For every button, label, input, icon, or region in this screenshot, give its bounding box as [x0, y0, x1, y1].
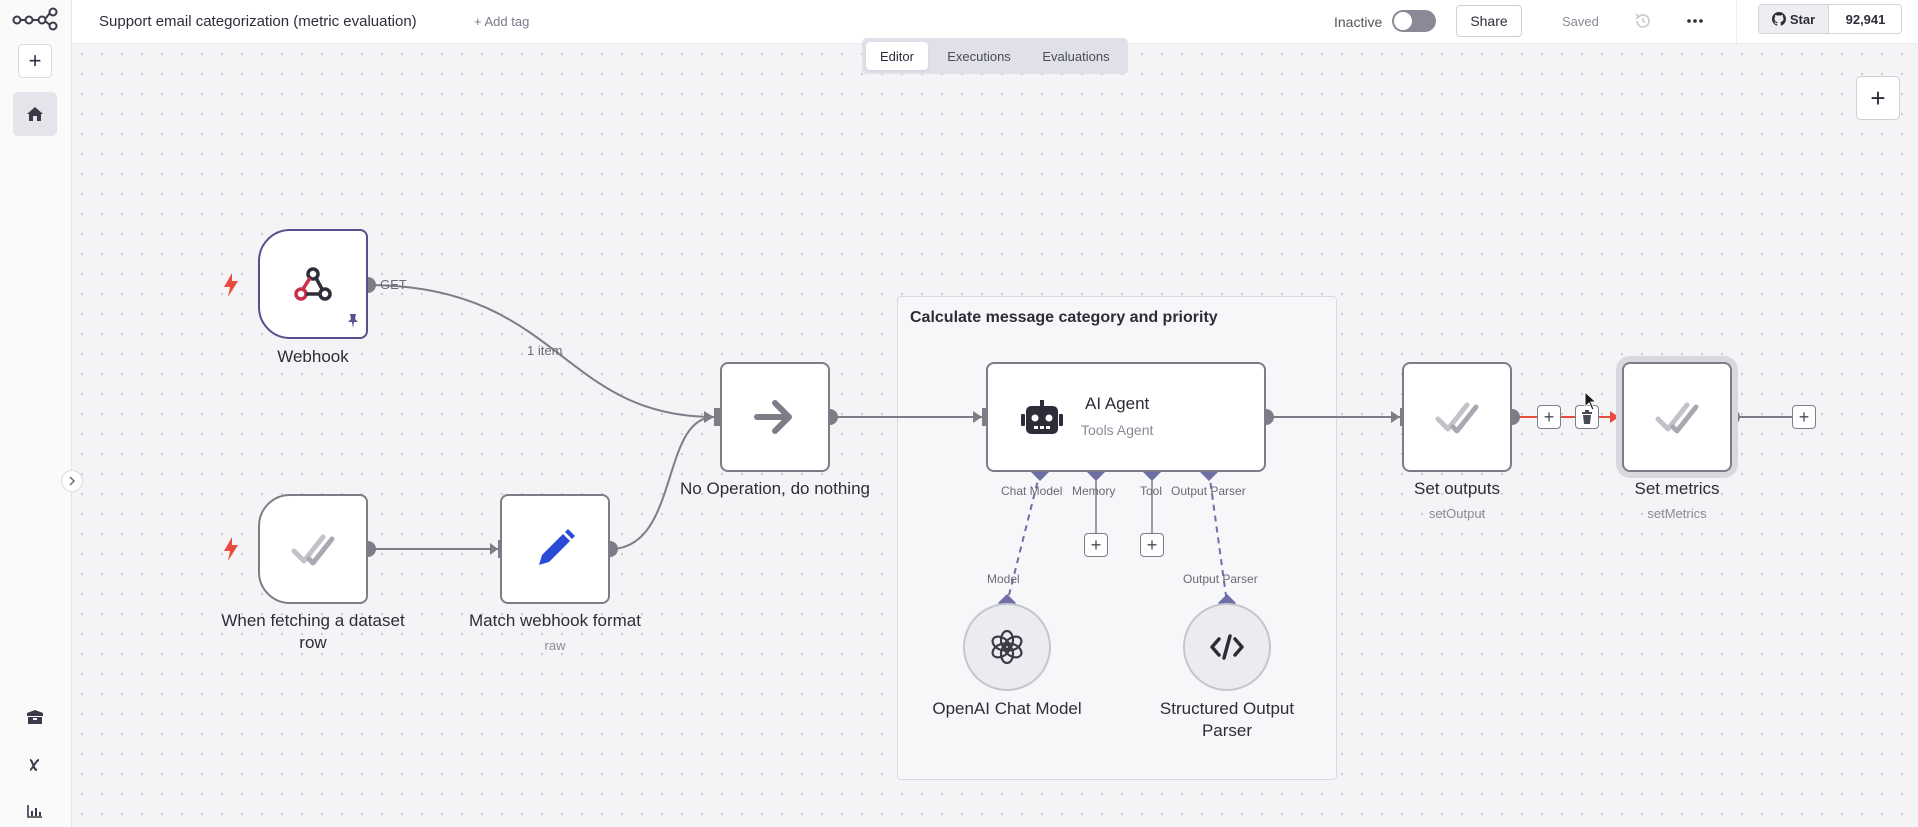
history-icon[interactable] [1632, 10, 1654, 32]
sidebar-item-insights[interactable] [22, 798, 48, 824]
sidebar-add-button[interactable]: + [18, 44, 52, 78]
canvas-add-node-button[interactable]: + [1856, 76, 1900, 120]
github-icon [1771, 12, 1786, 26]
sidebar-item-templates[interactable] [22, 704, 48, 730]
plus-icon: + [1146, 534, 1158, 555]
plus-icon: + [28, 48, 42, 73]
node-openai-chat-model-label: OpenAI Chat Model [932, 699, 1082, 718]
workflow-title[interactable]: Support email categorization (metric eva… [99, 13, 417, 30]
tab-editor[interactable]: Editor [866, 42, 928, 70]
port-label-output-parser-sub: Output Parser [1183, 572, 1258, 586]
trash-icon [1582, 410, 1592, 424]
activation-status-label: Inactive [1334, 14, 1383, 30]
variable-x-icon [29, 759, 40, 771]
check-icon [1435, 402, 1479, 434]
node-dataset-trigger[interactable] [258, 494, 368, 604]
node-ai-agent-label: AI Agent [1085, 394, 1150, 413]
view-tabs: Editor Executions Evaluations [862, 38, 1128, 74]
sticky-note-title: Calculate message category and priority [910, 309, 1218, 326]
node-set-metrics-sub: setMetrics [1647, 506, 1707, 521]
node-set-outputs[interactable] [1402, 362, 1512, 472]
node-set-metrics-label: Set metrics [1634, 479, 1720, 498]
port-label-tool: Tool [1140, 484, 1163, 498]
more-options-icon[interactable] [1682, 8, 1708, 34]
plus-icon: + [1090, 534, 1102, 555]
node-match-webhook-format-label: Match webhook format [469, 611, 641, 630]
port-label-chat-model: Chat Model [1001, 484, 1063, 498]
sidebar-item-home[interactable] [13, 92, 57, 136]
check-icon [1655, 402, 1699, 434]
node-no-operation[interactable] [720, 362, 830, 472]
node-webhook-label: Webhook [277, 347, 349, 366]
node-structured-output-parser[interactable] [1183, 603, 1271, 691]
node-match-webhook-format-sub: raw [544, 638, 566, 653]
trigger-bolt-icon [224, 537, 238, 561]
toggle-knob [1394, 12, 1412, 30]
node-no-operation-label: No Operation, do nothing [680, 479, 870, 498]
plus-icon: + [1870, 82, 1886, 113]
node-set-outputs-label: Set outputs [1413, 479, 1500, 498]
plus-icon: + [1543, 406, 1555, 427]
sidebar-item-variables[interactable] [22, 752, 48, 778]
pin-icon[interactable] [345, 313, 361, 329]
pencil-icon [539, 529, 575, 565]
github-star-widget[interactable]: Star 92,941 [1758, 4, 1902, 34]
node-structured-output-parser-label: Structured Output Parser [1159, 699, 1295, 740]
check-icon [291, 534, 335, 566]
port-label-model: Model [987, 572, 1020, 586]
add-memory-button[interactable]: + [1084, 533, 1108, 557]
openai-icon [991, 629, 1023, 665]
trigger-bolt-icon [224, 273, 238, 297]
github-star-count[interactable]: 92,941 [1829, 5, 1901, 33]
webhook-icon [294, 267, 332, 301]
edge-label-item-count: 1 item [527, 343, 563, 358]
plus-icon: + [1798, 406, 1810, 427]
add-tool-button[interactable]: + [1140, 533, 1164, 557]
github-star-button[interactable]: Star [1759, 5, 1829, 33]
node-set-metrics[interactable] [1622, 362, 1732, 472]
home-icon [27, 107, 43, 121]
node-match-webhook-format[interactable] [500, 494, 610, 604]
arrow-right-icon [754, 400, 792, 434]
node-ai-agent[interactable] [986, 362, 1266, 472]
tab-executions[interactable]: Executions [947, 48, 1011, 64]
n8n-logo-icon[interactable] [12, 4, 58, 32]
chevron-right-icon [69, 476, 76, 486]
header-divider [1736, 0, 1737, 52]
mouse-cursor-icon [1584, 391, 1598, 411]
add-next-node-button[interactable]: + [1792, 405, 1816, 429]
sidebar-collapse-button[interactable] [61, 470, 83, 492]
add-tag-link[interactable]: + Add tag [474, 14, 530, 29]
tab-evaluations[interactable]: Evaluations [1042, 48, 1110, 64]
node-ai-agent-sub: Tools Agent [1081, 422, 1154, 438]
bar-chart-icon [27, 805, 42, 818]
box-icon [27, 710, 43, 724]
node-dataset-trigger-label: When fetching a dataset row [221, 611, 405, 652]
saved-status: Saved [1562, 14, 1599, 29]
edge-label-method: GET [380, 277, 407, 292]
activation-toggle[interactable] [1392, 10, 1436, 32]
github-star-label: Star [1789, 11, 1816, 27]
edge-add-node-button[interactable]: + [1537, 405, 1561, 429]
port-label-memory: Memory [1072, 484, 1116, 498]
node-openai-chat-model[interactable] [963, 603, 1051, 691]
port-label-output-parser: Output Parser [1171, 484, 1246, 498]
node-set-outputs-sub: setOutput [1428, 506, 1486, 521]
robot-icon [1021, 400, 1063, 434]
share-button[interactable]: Share [1456, 5, 1522, 37]
sidebar: + [0, 0, 72, 827]
code-icon [1210, 634, 1244, 660]
